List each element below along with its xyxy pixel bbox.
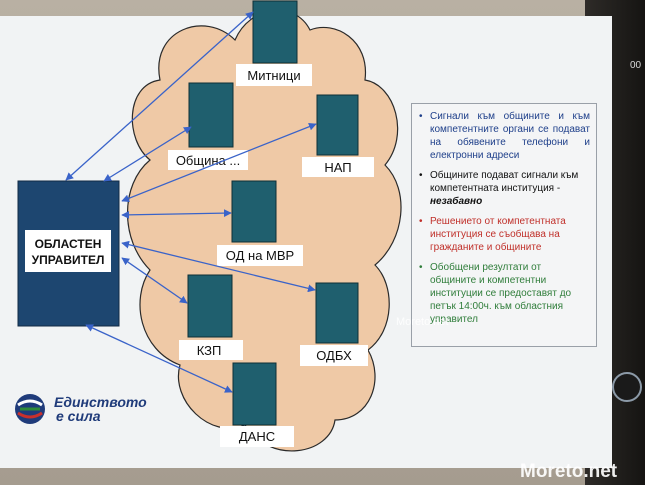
party-logo: Единството е сила — [10, 385, 160, 435]
node-odbh: ОДБХ — [300, 282, 368, 366]
node-dans: ДАНС — [220, 362, 294, 447]
arrow-to-police — [121, 209, 232, 219]
pen-tool-icon[interactable] — [612, 372, 642, 402]
node-municipality-label: Община ... — [176, 153, 240, 168]
arrow-to-nra — [121, 122, 317, 203]
arrow-to-customs — [65, 11, 254, 181]
corner-text: 00 — [630, 60, 642, 71]
node-nra-label: НАП — [324, 160, 351, 175]
node-kzp-label: КЗП — [197, 343, 222, 358]
regional-governor-line1: ОБЛАСТЕН — [35, 237, 102, 251]
connector-arrows — [65, 11, 317, 393]
bullet-decision-text: Решението от компетентната институция се… — [430, 216, 566, 253]
arrow-to-dans — [85, 324, 233, 393]
node-dans-label: ДАНС — [239, 429, 275, 444]
bullet-municipalities-text: Общините подават сигнали към компетентна… — [430, 170, 579, 194]
bullet-municipalities-emphasis: незабавно — [430, 196, 483, 207]
node-nra: НАП — [302, 94, 374, 177]
arrow-to-odbh — [121, 240, 316, 293]
bullet-municipalities: •Общините подават сигнали към компетентн… — [419, 170, 579, 207]
bullet-decision: •Решението от компетентната институция с… — [419, 216, 566, 253]
watermark-corner: Moreto.net — [520, 461, 618, 482]
logo-line2: е сила — [56, 408, 101, 424]
info-textbox: •Сигнали към общините и към компетентнит… — [411, 103, 597, 347]
regional-governor-line2: УПРАВИТЕЛ — [32, 253, 105, 267]
logo-text: Единството е сила — [54, 395, 147, 423]
bullet-results-text: Обобщени резултати от общините и компете… — [430, 262, 572, 325]
node-police-directorate-label: ОД на МВР — [226, 248, 294, 263]
node-customs: Митници — [236, 0, 312, 86]
bullet-results: •Обобщени резултати от общините и компет… — [419, 262, 572, 325]
bullet-signals-text: Сигнали към общините и към компетентните… — [430, 111, 590, 161]
node-odbh-label: ОДБХ — [316, 348, 352, 363]
logo-line1: Единството — [54, 394, 147, 410]
watermark-inline: Moreto.net — [396, 316, 449, 328]
logo-emblem-icon — [15, 394, 45, 424]
node-customs-label: Митници — [247, 68, 300, 83]
regional-governor-label-bg — [25, 230, 111, 272]
bullet-signals: •Сигнали към общините и към компетентнит… — [419, 111, 590, 161]
